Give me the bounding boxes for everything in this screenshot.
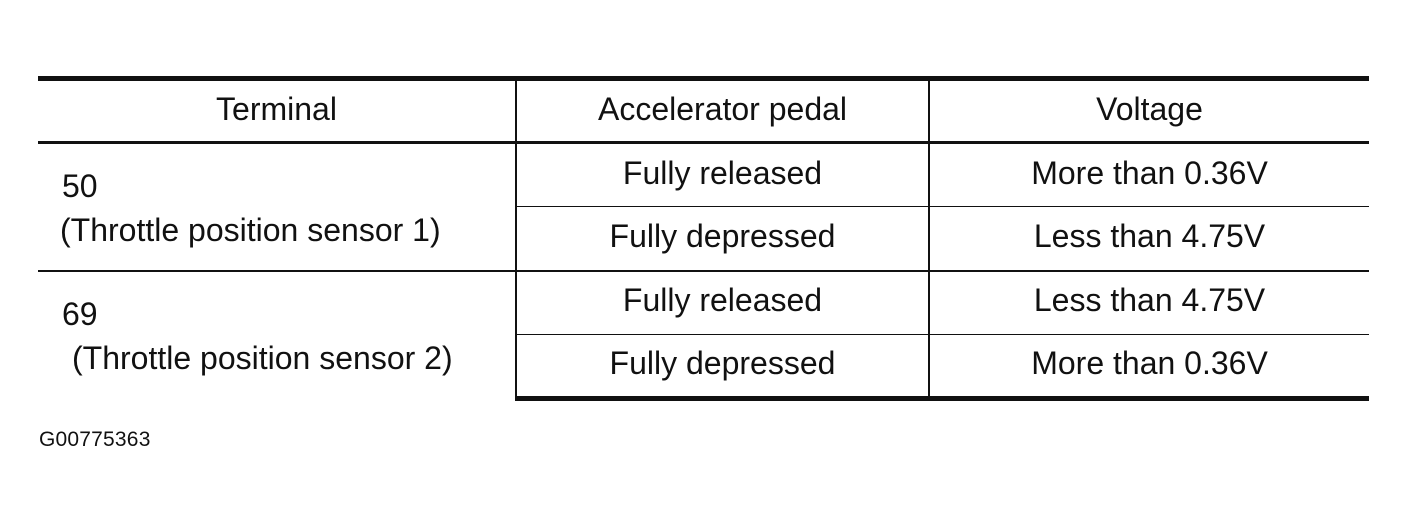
terminal-number: 50 (62, 168, 98, 204)
header-accelerator-pedal: Accelerator pedal (515, 76, 929, 144)
voltage-cell: Less than 4.75V (928, 206, 1369, 271)
pedal-state-cell: Fully released (515, 142, 929, 207)
table-row: 50 (Throttle position sensor 1) Fully re… (38, 142, 1369, 248)
terminal-cell-50: 50 (Throttle position sensor 1) (38, 143, 516, 271)
terminal-cell-69: 69 (Throttle position sensor 2) (38, 269, 516, 399)
figure-id: G00775363 (39, 428, 151, 451)
table-row: Fully depressed More than 0.36V (38, 334, 1369, 401)
terminal-name: (Throttle position sensor 1) (60, 212, 441, 248)
pedal-state-cell: Fully depressed (515, 334, 929, 401)
voltage-cell: More than 0.36V (928, 334, 1369, 401)
voltage-cell: Less than 4.75V (928, 269, 1369, 335)
terminal-name: (Throttle position sensor 2) (72, 339, 453, 376)
table-row: 69 (Throttle position sensor 2) Fully re… (38, 269, 1369, 399)
table-row: Fully depressed Less than 4.75V (38, 206, 1369, 271)
header-voltage: Voltage (928, 76, 1369, 144)
table-header-row: Terminal Accelerator pedal Voltage (38, 76, 1369, 144)
header-terminal: Terminal (38, 76, 516, 144)
terminal-number: 69 (62, 295, 98, 332)
voltage-cell: More than 0.36V (928, 142, 1369, 207)
pedal-state-cell: Fully depressed (515, 206, 929, 271)
pedal-state-cell: Fully released (515, 269, 929, 335)
throttle-sensor-voltage-table: Terminal Accelerator pedal Voltage 50 (T… (38, 76, 1369, 401)
